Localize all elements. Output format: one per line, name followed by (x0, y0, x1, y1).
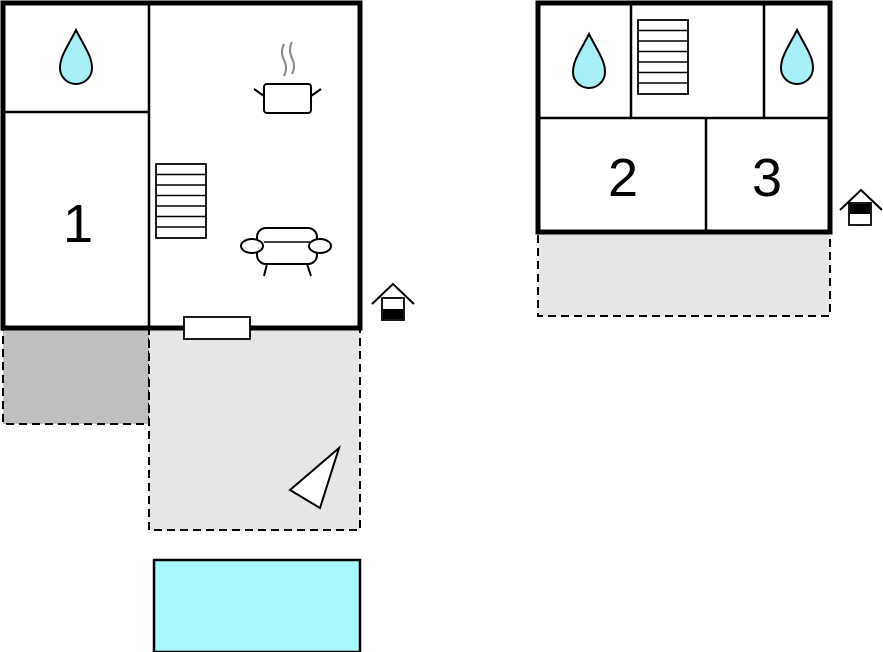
cooking-pot-icon (253, 41, 322, 114)
house-entrance-icon (371, 282, 415, 321)
stairs-icon (155, 163, 207, 239)
water-drop-icon (779, 27, 815, 85)
bedroom-number: 1 (63, 194, 93, 254)
upper-floor: 2 3 (535, 0, 883, 317)
upper-terrace (537, 231, 831, 317)
water-drop-icon (571, 31, 607, 89)
terrace (148, 327, 361, 531)
ground-floor: 1 (0, 0, 415, 531)
garden-triangle-icon (288, 444, 342, 510)
swimming-pool (152, 558, 362, 652)
sofa-icon (240, 227, 332, 277)
house-entrance-icon (839, 188, 883, 226)
bedroom-number: 3 (752, 148, 782, 208)
water-drop-icon (58, 27, 94, 85)
covered-terrace (2, 327, 150, 425)
bedroom-number: 2 (608, 148, 638, 208)
window-icon (183, 316, 251, 340)
stairs-icon (637, 19, 689, 95)
